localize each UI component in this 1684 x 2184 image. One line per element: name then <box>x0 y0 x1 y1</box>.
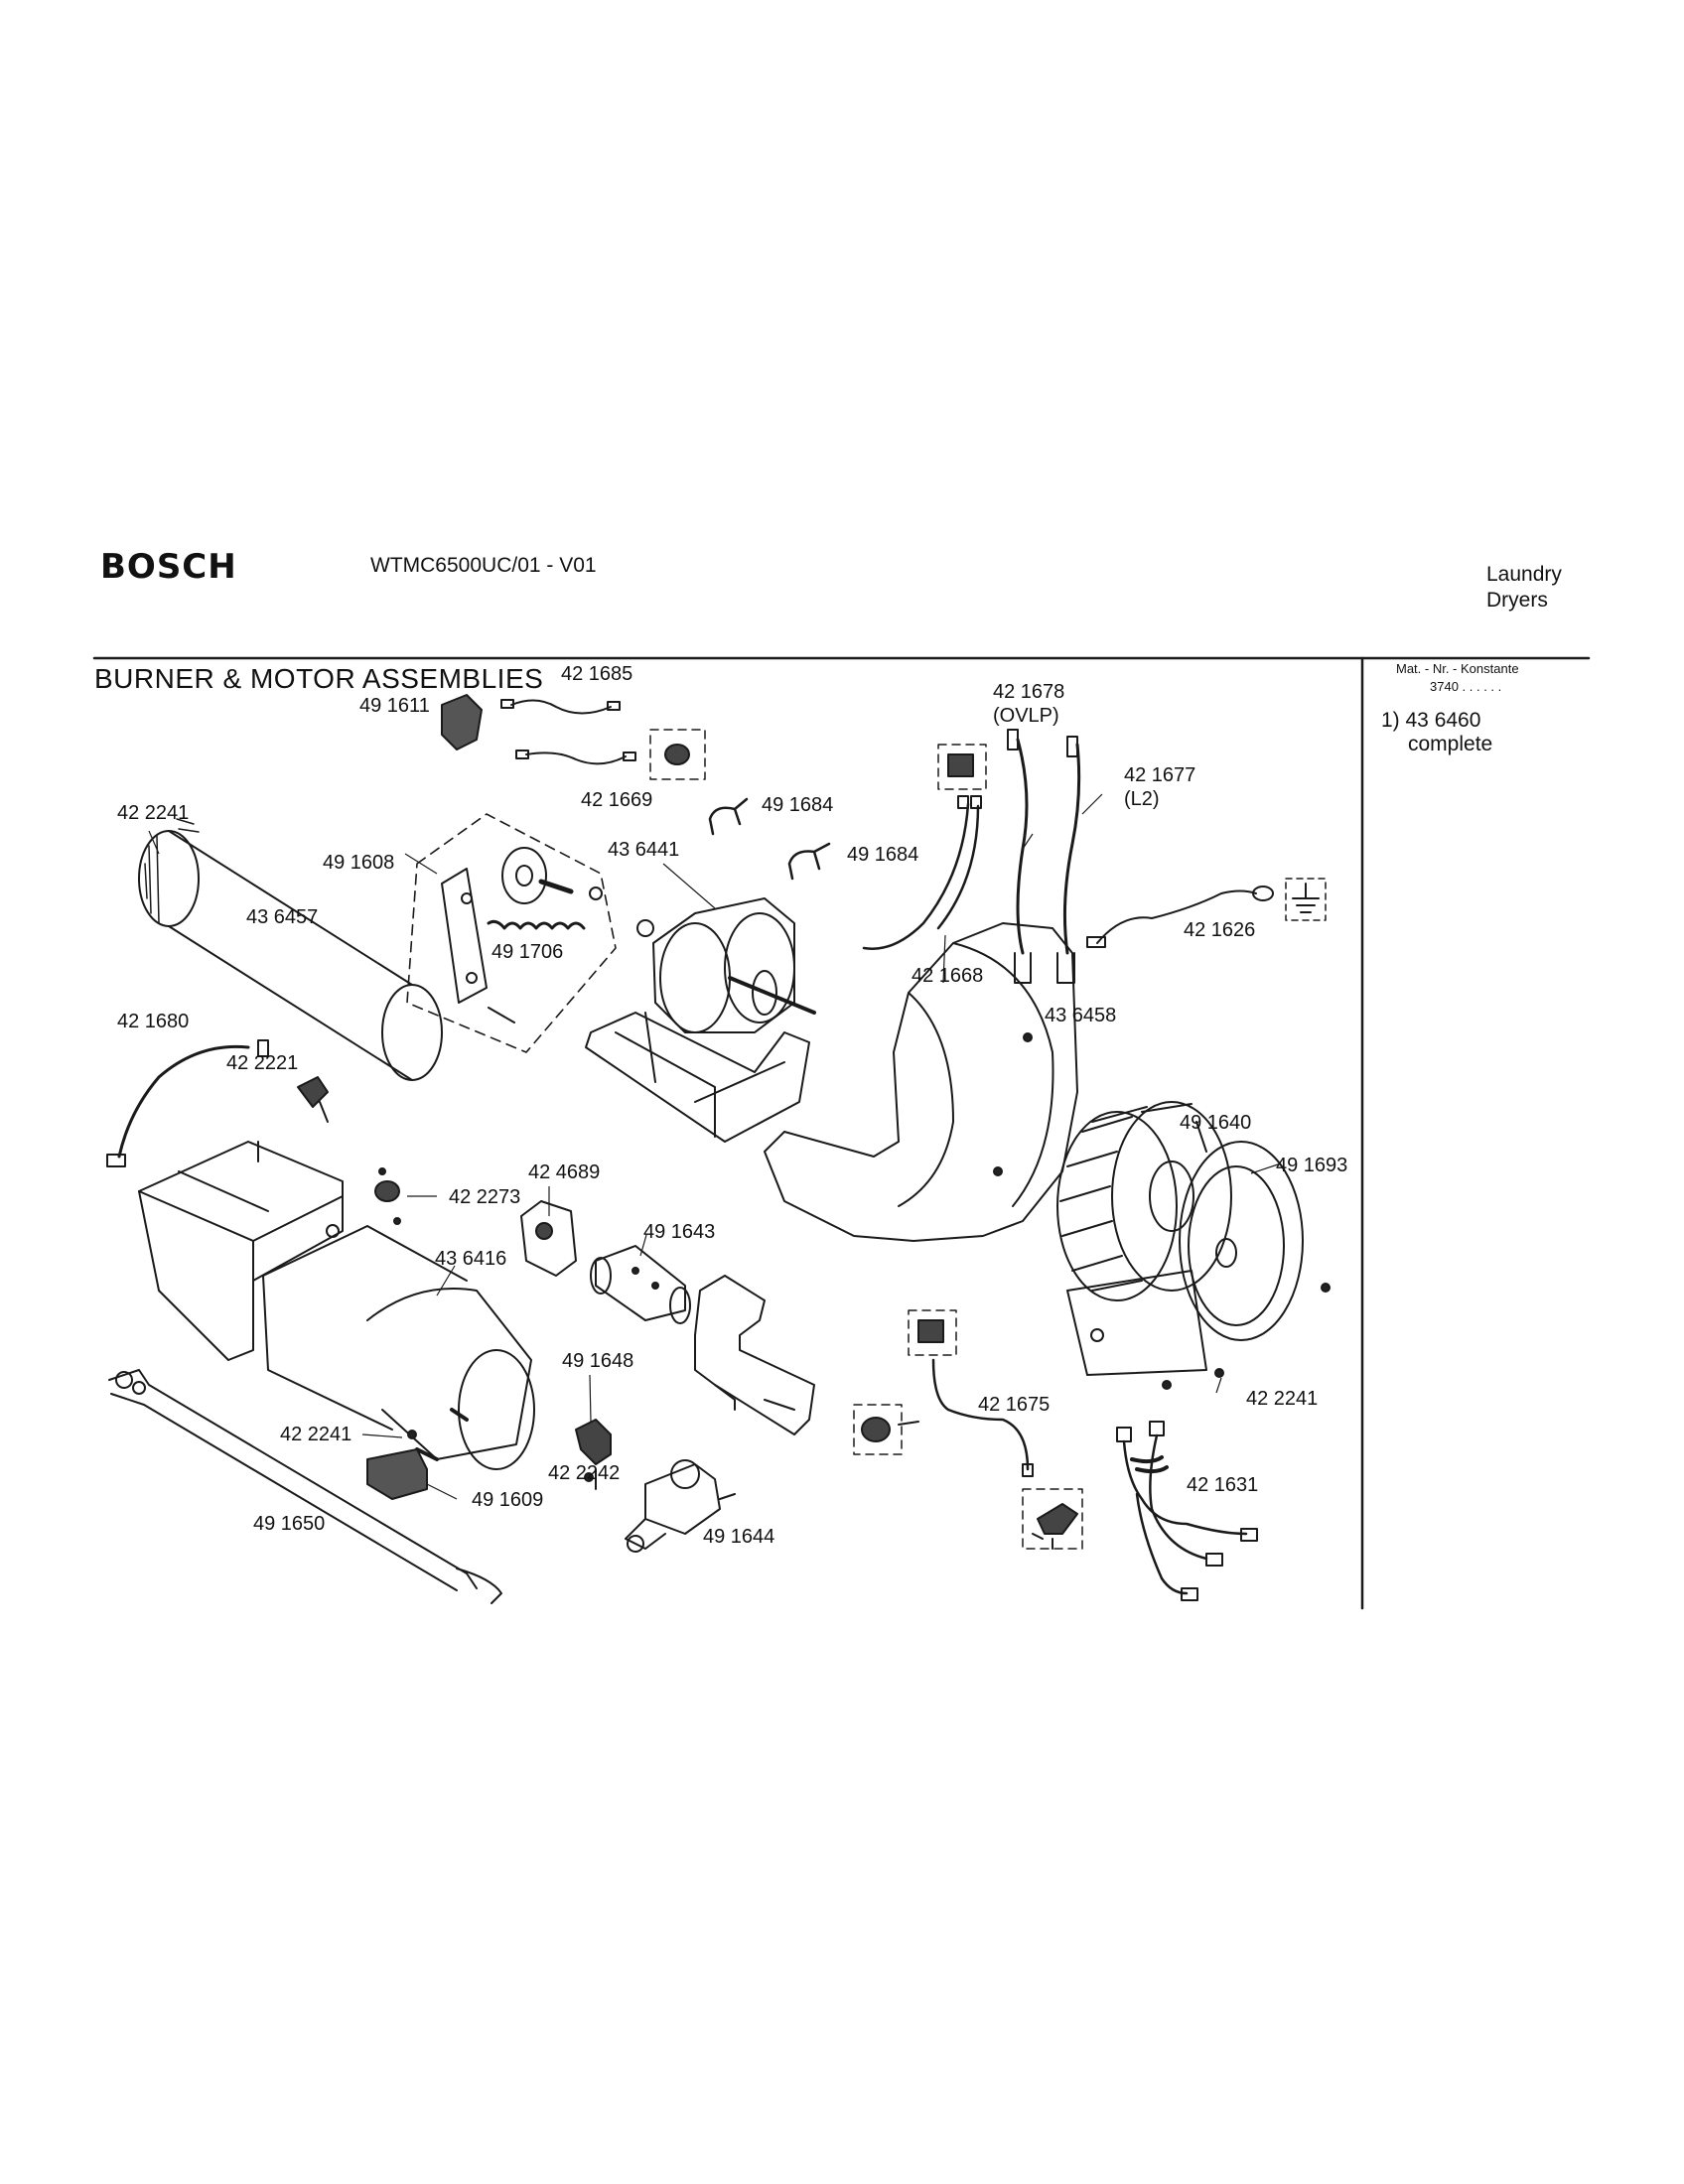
part-label: 43 6416 <box>435 1248 507 1270</box>
blower-plate-drawing <box>1067 1142 1303 1375</box>
idler-group-box <box>407 814 616 1052</box>
part-label: 42 2241 <box>117 802 190 824</box>
part-label: 42 1677 <box>1124 764 1196 786</box>
part-label: 42 2221 <box>226 1052 299 1074</box>
coil-1643-drawing <box>591 1246 690 1323</box>
wire-1678 <box>1018 740 1027 953</box>
part-label: 49 1650 <box>253 1513 326 1535</box>
blower-housing-drawing <box>765 923 1077 1241</box>
wire-1626 <box>1097 891 1256 944</box>
part-label: 42 1631 <box>1187 1474 1259 1496</box>
mat-value: 3740 . . . . . . <box>1430 679 1502 694</box>
part-label: 42 1668 <box>912 965 984 987</box>
part-label: 49 1684 <box>847 844 919 866</box>
part-label: 42 2242 <box>548 1462 621 1484</box>
part-label: 42 1678 <box>993 681 1065 703</box>
part-label: 49 1608 <box>323 852 395 874</box>
part-label: 42 1675 <box>978 1394 1051 1416</box>
part-label: 49 1648 <box>562 1350 634 1372</box>
part-label: (L2) <box>1124 788 1160 810</box>
part-label: 42 2241 <box>1246 1388 1319 1410</box>
part-label: 49 1644 <box>703 1526 775 1548</box>
part-label: 49 1640 <box>1180 1112 1252 1134</box>
idler-pulley-drawing <box>442 848 602 1023</box>
part-label: 43 6458 <box>1045 1005 1117 1026</box>
bracket-b <box>789 844 829 879</box>
mount-bracket-drawing <box>695 1276 814 1434</box>
part-label: 43 6441 <box>608 839 680 861</box>
wire-1668 <box>864 804 978 949</box>
burner-tube-drawing <box>263 1226 534 1469</box>
brand-logo: BOSCH <box>100 547 237 587</box>
mat-header: Mat. - Nr. - Konstante <box>1396 661 1519 676</box>
wire-1675 <box>933 1360 1028 1469</box>
part-label: (OVLP) <box>993 705 1059 727</box>
part-label: 49 1693 <box>1276 1155 1348 1176</box>
part-label: 43 6457 <box>246 906 319 928</box>
burner-box-drawing <box>139 1142 343 1360</box>
note-part: 1) 43 6460 <box>1381 709 1481 732</box>
part-label: 49 1706 <box>491 941 564 963</box>
part-1648-drawing <box>576 1420 611 1464</box>
part-1609-drawing <box>367 1449 427 1499</box>
wire-1669 <box>526 752 626 763</box>
part-label: 42 1685 <box>561 663 633 685</box>
wire-1677 <box>1064 745 1078 953</box>
harness-1631-drawing <box>1117 1422 1257 1600</box>
switch-1611 <box>442 695 482 750</box>
category-line-2: Dryers <box>1486 589 1548 612</box>
drum-duct-drawing <box>139 819 442 1080</box>
igniter-2273 <box>375 1181 399 1201</box>
part-label: 42 2273 <box>449 1186 521 1208</box>
part-label: 49 1684 <box>762 794 834 816</box>
part-label: 49 1609 <box>472 1489 544 1511</box>
blower-wheel-drawing <box>1057 1102 1231 1300</box>
bracket-a <box>710 799 747 834</box>
wire-1685 <box>511 700 611 713</box>
wire-1680 <box>119 1046 248 1157</box>
part-label: 42 1669 <box>581 789 653 811</box>
part-label: 49 1643 <box>643 1221 716 1243</box>
diagram-title: BURNER & MOTOR ASSEMBLIES <box>94 663 544 694</box>
part-label: 42 1680 <box>117 1011 190 1032</box>
gas-pipe-drawing <box>109 1370 501 1603</box>
part-label: 42 1626 <box>1184 919 1256 941</box>
note-complete: complete <box>1408 733 1493 755</box>
category-line-1: Laundry <box>1486 563 1562 586</box>
part-label: 42 2241 <box>280 1424 352 1445</box>
part-label: 42 4689 <box>528 1161 601 1183</box>
bracket-4689-drawing <box>521 1201 576 1276</box>
model-number: WTMC6500UC/01 - V01 <box>370 554 597 577</box>
part-label: 49 1611 <box>359 695 430 717</box>
gas-valve-drawing <box>626 1460 735 1552</box>
motor-drawing <box>586 898 814 1142</box>
